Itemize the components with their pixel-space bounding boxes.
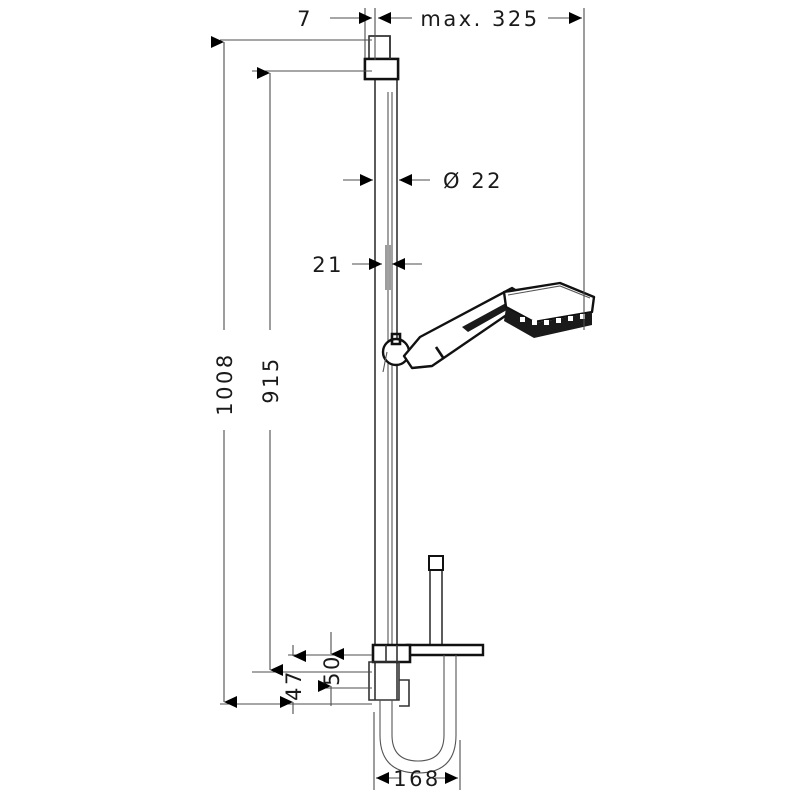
dim-21-label: 21 [312, 253, 344, 277]
dim-915: 915 [257, 67, 283, 676]
shower-holder [381, 332, 411, 373]
wall-bracket-bottom [368, 643, 412, 707]
dim-diameter-22: Ø 22 [343, 169, 503, 193]
product-geometry [363, 35, 596, 774]
dim-915-label: 915 [259, 356, 283, 404]
dimension-annotations: 7 max. 325 Ø 22 21 [211, 7, 585, 791]
dim-47: 47 [280, 645, 306, 714]
dim-47-label: 47 [282, 669, 306, 701]
spray-nozzles [520, 314, 585, 325]
soap-shelf [405, 555, 485, 657]
dim-1008: 1008 [211, 36, 237, 708]
dim-max-325-label: max. 325 [420, 7, 539, 31]
dim-50-label: 50 [320, 654, 344, 686]
dim-1008-label: 1008 [213, 352, 237, 415]
dim-21: 21 [312, 245, 422, 290]
dim-50: 50 [318, 632, 344, 706]
hand-shower [402, 281, 596, 370]
dim-diameter-22-label: Ø 22 [443, 169, 503, 193]
dim-max-325: max. 325 [378, 7, 582, 31]
wall-bracket-top [363, 35, 400, 81]
dim-168-label: 168 [393, 767, 441, 791]
shower-hose [379, 655, 457, 774]
dim-7: 7 [297, 7, 372, 31]
slide-bar [374, 78, 398, 700]
dim-7-label: 7 [297, 7, 313, 31]
dim-168: 168 [373, 712, 461, 791]
